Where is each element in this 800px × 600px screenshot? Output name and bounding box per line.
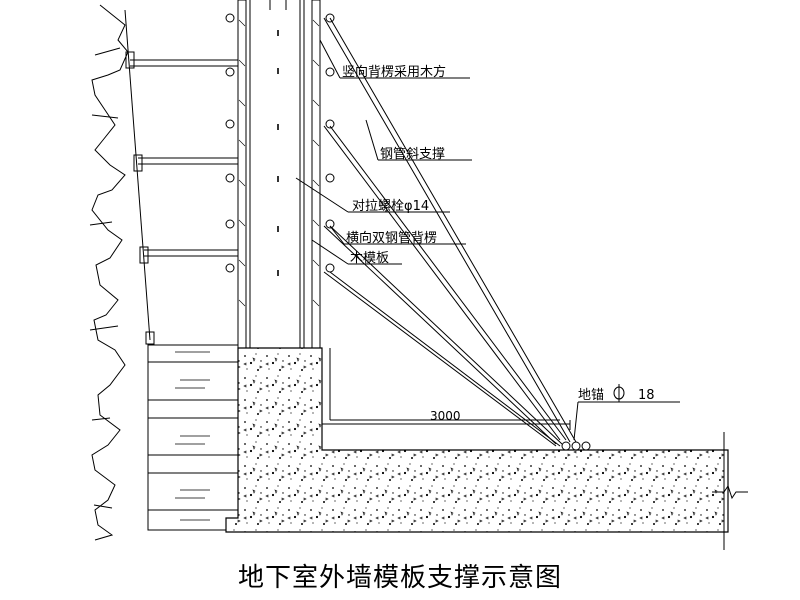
label-anchor-prefix: 地锚	[578, 388, 604, 403]
diameter-icon	[613, 384, 625, 402]
label-dimension: 3000	[430, 409, 461, 423]
diagonal-braces	[323, 17, 577, 447]
label-steel-brace: 钢管斜支撑	[380, 147, 445, 162]
label-vertical-backing: 竖向背楞采用木方	[342, 64, 446, 80]
left-support-rods	[124, 9, 238, 345]
ground-anchors	[561, 441, 591, 451]
break-line	[712, 432, 748, 550]
leader-lines	[295, 39, 680, 441]
wall-formwork	[237, 0, 321, 349]
bolt-nuts	[225, 13, 335, 273]
rock-soil-edge	[89, 4, 129, 541]
drawing-title: 地下室外墙模板支撑示意图	[237, 563, 562, 593]
label-horizontal-backing: 横向双钢管背楞	[346, 230, 437, 246]
label-formwork: 木模板	[350, 251, 389, 266]
label-anchor-size: 18	[638, 388, 655, 403]
concrete-foundation	[225, 347, 729, 533]
brick-wall	[147, 344, 239, 531]
dimension-3000	[321, 420, 571, 430]
label-tie-bolt: 对拉螺栓φ14	[352, 199, 429, 214]
